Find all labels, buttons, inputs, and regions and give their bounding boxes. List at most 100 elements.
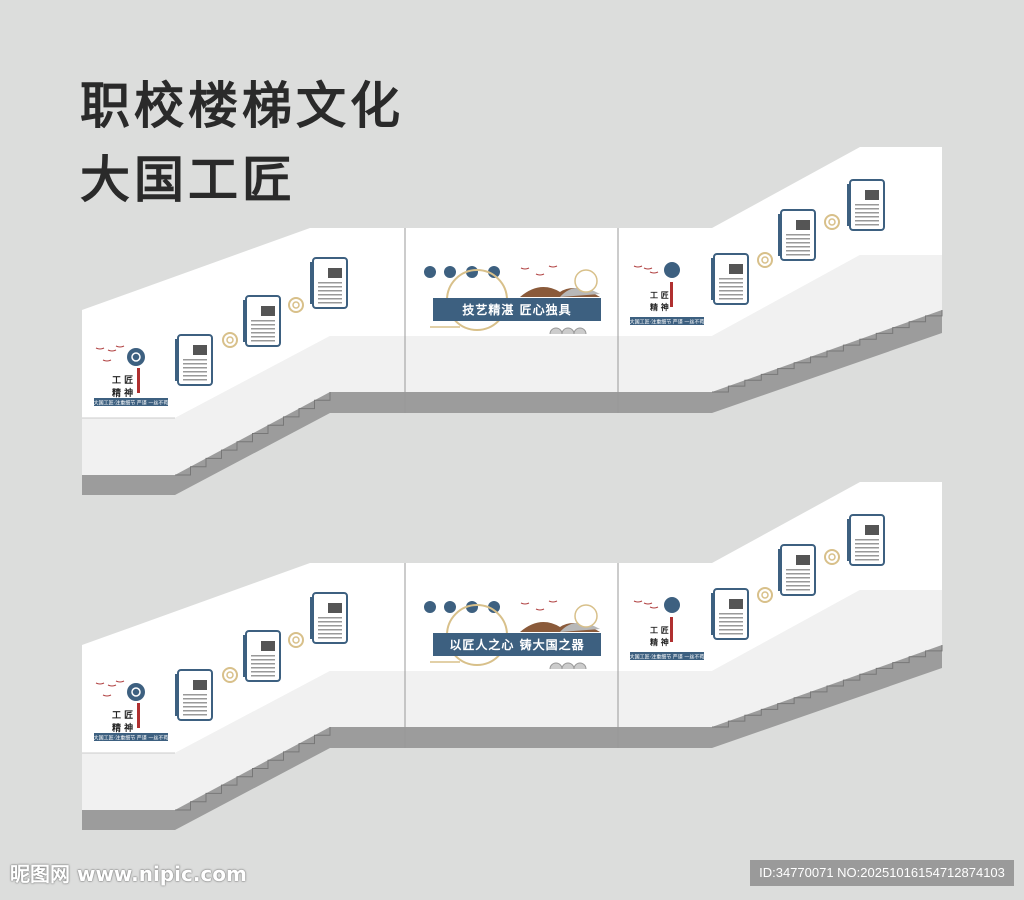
bird-icon xyxy=(643,267,653,270)
emblem-red-mark xyxy=(137,368,140,393)
poster-text-line xyxy=(855,539,879,541)
wall-surface xyxy=(82,147,942,418)
poster-text-line xyxy=(855,555,879,557)
slogan-bar xyxy=(630,317,704,325)
poster-text-line xyxy=(855,551,879,553)
bird-icon xyxy=(107,684,117,687)
poster-border-left xyxy=(711,258,715,300)
bird-icon xyxy=(520,602,530,605)
poster-card xyxy=(243,295,281,347)
slogan-bar xyxy=(630,652,704,660)
poster-text-line xyxy=(183,706,207,708)
poster-text-line xyxy=(719,282,743,284)
rosette-center xyxy=(292,636,300,644)
poster-text-line xyxy=(719,613,743,615)
seal-stamp xyxy=(574,269,598,293)
poster-text-line xyxy=(251,320,275,322)
poster-portrait xyxy=(261,641,275,651)
poster-portrait xyxy=(729,599,743,609)
poster-text-line xyxy=(318,633,342,635)
poster-text-line xyxy=(318,298,342,300)
bird-icon xyxy=(649,606,659,609)
bird-icon xyxy=(535,608,545,611)
rosette-ornament xyxy=(824,549,840,565)
poster-text-line xyxy=(318,286,342,288)
slogan-text: 大国工匠·注重细节 严谨 一丝不苟 xyxy=(630,319,705,326)
poster-portrait xyxy=(328,268,342,278)
poster-border-left xyxy=(711,593,715,635)
poster-text-line xyxy=(855,547,879,549)
poster-text-line xyxy=(786,573,810,575)
poster-text-line xyxy=(183,379,207,381)
bird-icon xyxy=(95,347,105,350)
poster-card xyxy=(175,669,213,721)
rosette-ornament xyxy=(288,297,304,313)
poster-text-line xyxy=(183,375,207,377)
poster-text-line xyxy=(786,250,810,252)
poster-text-line xyxy=(251,671,275,673)
poster-text-line xyxy=(855,212,879,214)
bird-icon xyxy=(115,345,125,348)
emblem-red-mark xyxy=(670,282,673,307)
poster-card xyxy=(847,514,885,566)
wrench-icon xyxy=(444,266,456,278)
stair-steps-lower xyxy=(175,727,331,811)
poster-text-line xyxy=(251,659,275,661)
poster-text-line xyxy=(183,714,207,716)
emblem-red-mark xyxy=(137,703,140,728)
emblem-line2: 精 神 xyxy=(650,302,669,312)
poster-text-line xyxy=(251,655,275,657)
poster-text-line xyxy=(183,710,207,712)
bird-icon xyxy=(535,273,545,276)
rosette-center xyxy=(761,591,769,599)
poster-card xyxy=(243,630,281,682)
poster-card xyxy=(778,544,816,596)
poster-text-line xyxy=(183,359,207,361)
poster-text-line xyxy=(251,328,275,330)
poster-card xyxy=(847,179,885,231)
poster-text-line xyxy=(855,208,879,210)
poster-text-line xyxy=(719,290,743,292)
banner-text: 技艺精湛 匠心独具 xyxy=(462,302,571,317)
medallion-icon xyxy=(127,683,145,701)
stair-stringer xyxy=(82,645,942,830)
poster-card xyxy=(310,257,348,309)
poster-portrait xyxy=(865,190,879,200)
poster-text-line xyxy=(719,625,743,627)
bird-icon xyxy=(633,265,643,268)
poster-text-line xyxy=(183,698,207,700)
poster-card xyxy=(310,592,348,644)
page-title-line1: 职校楼梯文化 xyxy=(80,77,404,135)
rosette-center xyxy=(226,336,234,344)
emblem-line2: 精 神 xyxy=(650,637,669,647)
poster-text-line xyxy=(786,589,810,591)
rosette-center xyxy=(828,218,836,226)
poster-portrait xyxy=(796,220,810,230)
poster-text-line xyxy=(719,298,743,300)
emblem-line1: 工 匠 xyxy=(650,625,669,635)
rosette-ornament xyxy=(757,252,773,268)
hardhat-icon xyxy=(488,266,500,278)
poster-text-line xyxy=(786,577,810,579)
poster-text-line xyxy=(719,286,743,288)
poster-text-line xyxy=(251,332,275,334)
poster-text-line xyxy=(251,336,275,338)
medallion-inner xyxy=(131,687,141,697)
medallion-inner xyxy=(131,352,141,362)
rosette-center xyxy=(761,256,769,264)
stair-steps-upper xyxy=(712,645,943,728)
emblem-line1: 工 匠 xyxy=(112,375,133,386)
poster-text-line xyxy=(719,294,743,296)
poster-portrait xyxy=(193,345,207,355)
poster-text-line xyxy=(786,569,810,571)
poster-text-line xyxy=(719,629,743,631)
emblem-line2: 精 神 xyxy=(112,387,133,399)
wall-surface xyxy=(82,482,942,753)
rosette-ornament xyxy=(288,632,304,648)
poster-text-line xyxy=(855,220,879,222)
watermark-site: 昵图网 www.nipic.com xyxy=(10,862,247,886)
bird-icon xyxy=(548,600,558,603)
page-title-line2: 大国工匠 xyxy=(80,151,296,209)
